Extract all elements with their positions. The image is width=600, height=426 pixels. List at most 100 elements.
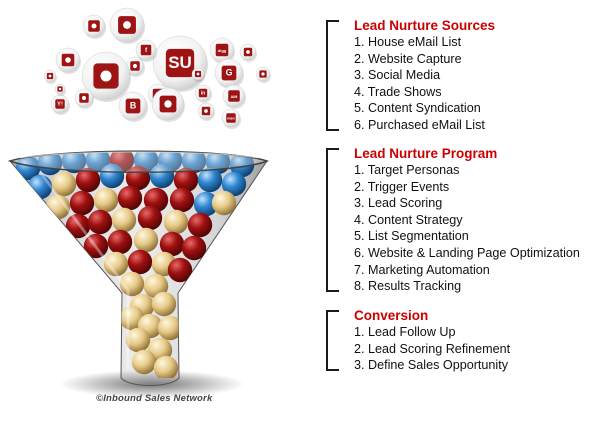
lead-ball: [111, 207, 137, 233]
lead-ball: [93, 187, 119, 213]
list-item: 2. Website Capture: [354, 51, 462, 66]
lead-ball: [167, 257, 193, 283]
lead-ball: [15, 155, 41, 181]
lead-ball: [211, 190, 237, 216]
lead-ball: [99, 163, 125, 189]
lead-ball: [85, 151, 111, 173]
delicious-icon: [125, 56, 145, 77]
lead-ball: [159, 231, 185, 257]
lead-ball: [127, 249, 153, 275]
lead-ball: [87, 209, 113, 235]
section-title: Lead Nurture Program: [354, 146, 498, 161]
section-item-list: 1. Lead Follow Up 2. Lead Scoring Refine…: [354, 324, 510, 374]
list-item: 7. Marketing Automation: [354, 262, 490, 277]
list-item: 6. Purchased eMail List: [354, 117, 485, 132]
svg-text:digg: digg: [218, 48, 227, 53]
lead-ball: [103, 251, 129, 277]
youtube-icon: [151, 87, 185, 122]
svg-text:AIM: AIM: [231, 95, 238, 99]
rss-icon: [55, 47, 81, 74]
linkedin-icon: in: [194, 84, 212, 103]
list-item: 5. List Segmentation: [354, 229, 469, 244]
funnel-side-shine: [38, 171, 130, 370]
lead-ball: [51, 171, 77, 197]
section-item-list: 1. House eMail List 2. Website Capture 3…: [354, 34, 495, 134]
lead-ball: [173, 167, 199, 193]
lead-ball: [117, 185, 143, 211]
lead-ball: [187, 212, 213, 238]
lead-ball: [69, 190, 95, 216]
lead-ball: [83, 233, 109, 259]
lead-ball: [75, 167, 101, 193]
lead-ball: [153, 355, 179, 378]
list-item: 4. Trade Shows: [354, 84, 442, 99]
lead-ball: [151, 291, 177, 317]
svg-text:Y!: Y!: [57, 102, 63, 108]
list-item: 3. Define Sales Opportunity: [354, 358, 509, 373]
msn-icon: msn: [221, 108, 241, 129]
lead-ball: [229, 152, 255, 178]
picasa-icon: [43, 69, 57, 84]
windows-live-icon: [74, 88, 94, 109]
svg-text:msn: msn: [227, 117, 234, 121]
stumbleupon-icon: SU: [152, 35, 208, 92]
lead-ball: [157, 315, 183, 341]
lead-ball: [119, 271, 145, 297]
yahoo-icon: Y!: [50, 94, 70, 115]
reddit-icon: [81, 51, 131, 102]
friendfeed-icon: [82, 14, 106, 39]
flickr-icon: [197, 102, 215, 121]
section-title: Lead Nurture Sources: [354, 18, 496, 33]
list-item: 1. Target Personas: [354, 163, 460, 177]
list-item: 3. Lead Scoring: [354, 196, 443, 211]
lead-ball: [149, 163, 175, 189]
section-bracket: [326, 148, 339, 292]
lead-ball: [181, 235, 207, 261]
lead-ball: [133, 227, 159, 253]
aim-icon: AIM: [222, 84, 246, 109]
digg-icon: digg: [209, 37, 235, 64]
svg-text:f: f: [145, 47, 148, 54]
section-item-list: 1. Target Personas 2. Trigger Events 3. …: [354, 162, 580, 295]
section-title: Conversion: [354, 308, 429, 323]
lead-ball: [125, 327, 151, 353]
list-item: 4. Content Strategy: [354, 212, 463, 227]
svg-text:G: G: [226, 67, 233, 77]
lead-ball: [169, 187, 195, 213]
list-item: 2. Trigger Events: [354, 179, 450, 194]
orkut-icon: [255, 66, 271, 83]
lead-ball: [197, 167, 223, 193]
facebook-icon: f: [135, 39, 157, 62]
lead-nurture-sources-section: Lead Nurture Sources 1. House eMail List…: [326, 17, 495, 134]
lead-balls: [15, 151, 255, 378]
lead-ball: [65, 213, 91, 239]
lead-ball: [131, 349, 157, 375]
lead-ball: [181, 151, 207, 174]
ekit-icon: [239, 43, 257, 62]
sphinn-icon: [191, 67, 205, 82]
lead-ball: [193, 191, 219, 217]
list-item: 8. Results Tracking: [354, 279, 462, 294]
myspace-icon: [109, 7, 145, 44]
lead-ball: [221, 171, 247, 197]
lead-ball: [163, 209, 189, 235]
list-item: 5. Content Syndication: [354, 101, 481, 116]
funnel-rim-shine: [19, 151, 259, 159]
svg-text:SU: SU: [168, 53, 192, 72]
blogger-icon: B: [118, 91, 148, 122]
section-bracket: [326, 310, 339, 371]
list-item: 1. House eMail List: [354, 35, 462, 49]
conversion-section: Conversion 1. Lead Follow Up 2. Lead Sco…: [326, 307, 510, 374]
list-item: 1. Lead Follow Up: [354, 325, 456, 339]
google-icon: G: [214, 58, 244, 89]
lead-ball: [61, 151, 87, 174]
svg-text:B: B: [130, 100, 136, 110]
section-bracket: [326, 20, 339, 131]
technorati-icon: [54, 83, 66, 96]
lead-ball: [137, 205, 163, 231]
list-item: 2. Lead Scoring Refinement: [354, 341, 511, 356]
copyright-watermark: ©Inbound Sales Network: [96, 393, 213, 404]
list-item: 3. Social Media: [354, 68, 441, 83]
